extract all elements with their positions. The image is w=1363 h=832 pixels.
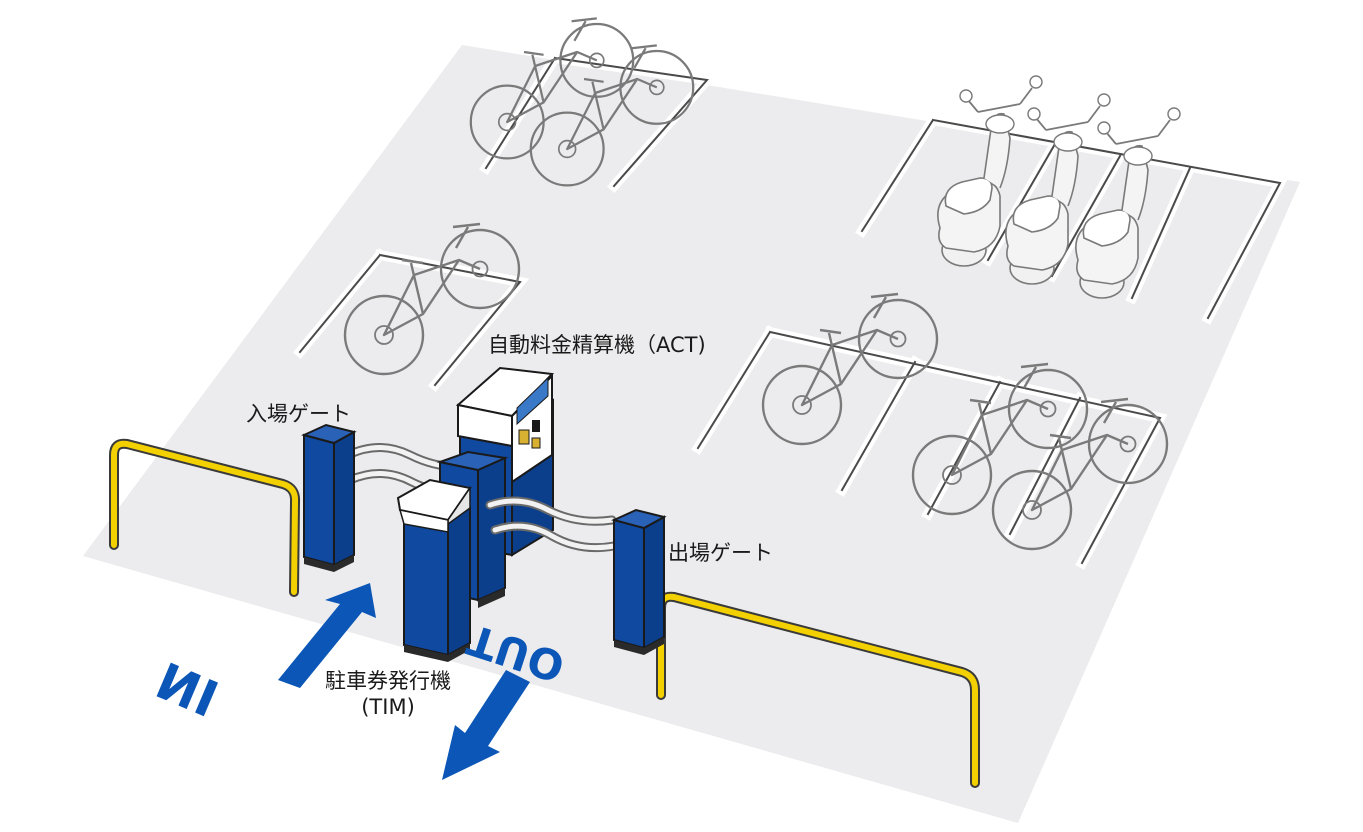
entry-gate-label: 入場ゲート xyxy=(246,402,351,426)
in-arrow-text: IN xyxy=(148,652,226,729)
act-label: 自動料金精算機（ACT) xyxy=(488,333,706,357)
tim-label: 駐車券発行機 (TIM) xyxy=(318,665,458,719)
tim-label-line2: (TIM) xyxy=(361,695,415,719)
tim-ticket-machine xyxy=(396,478,472,662)
exit-gate xyxy=(611,508,667,655)
in-arrow xyxy=(278,583,376,688)
entry-gate xyxy=(301,423,357,572)
tim-label-line1: 駐車券発行機 xyxy=(325,669,451,693)
exit-gate-label: 出場ゲート xyxy=(668,541,773,565)
out-arrow xyxy=(442,670,530,780)
